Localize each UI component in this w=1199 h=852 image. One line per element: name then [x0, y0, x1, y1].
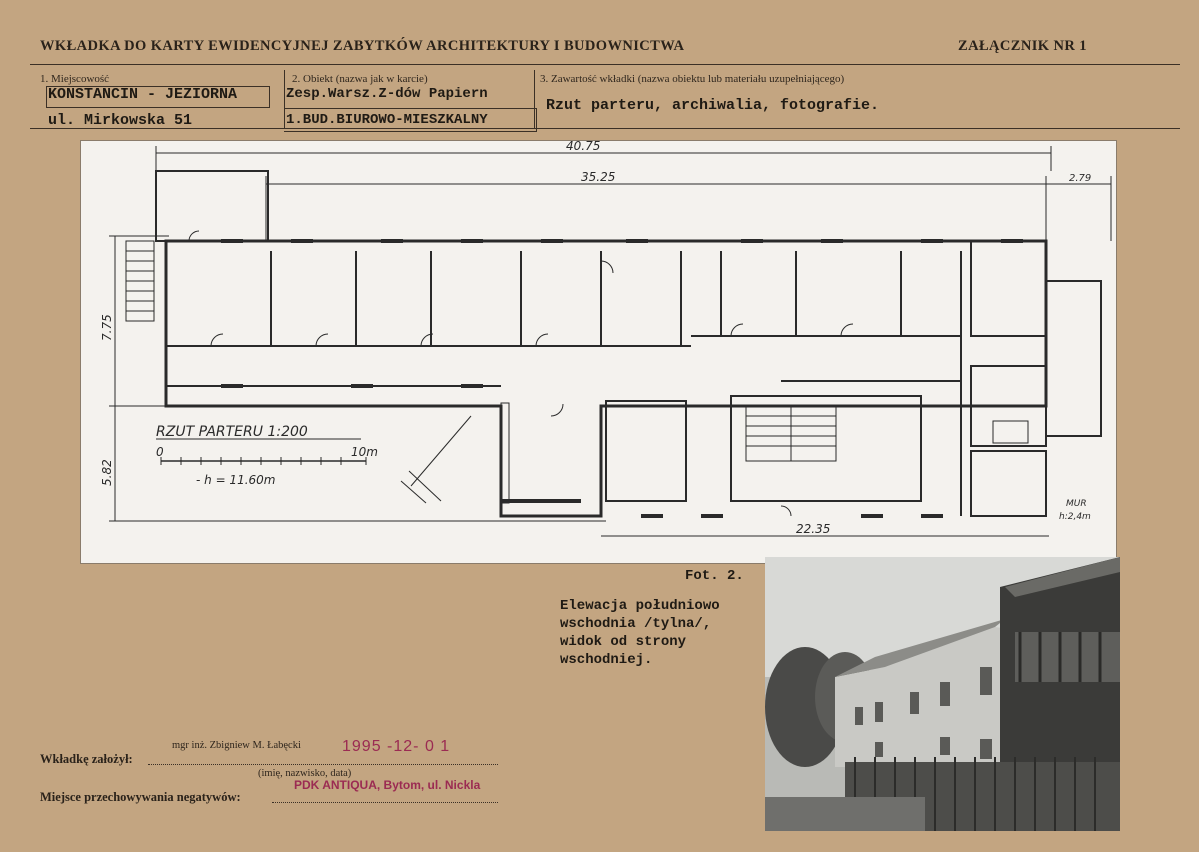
caption-line-4: wschodniej. [560, 652, 653, 668]
plan-title: RZUT PARTERU 1:200 [156, 424, 308, 440]
header-divider [30, 64, 1180, 65]
attachment-number: ZAŁĄCZNIK NR 1 [958, 38, 1087, 54]
fields-divider [30, 128, 1180, 129]
field-divider [534, 70, 535, 128]
storage-stamp: PDK ANTIQUA, Bytom, ul. Nickla [294, 778, 481, 792]
caption-line-1: Elewacja południowo [560, 598, 720, 614]
dimension-main: 35.25 [581, 170, 615, 184]
author-name: mgr inż. Zbigniew M. Łabęcki [172, 740, 301, 751]
caption-line-2: wschodnia /tylna/, [560, 616, 712, 632]
dimension-total: 40.75 [566, 141, 600, 153]
floor-plan-drawing: RZUT PARTERU 1:200 0 10m - h = 11.60m 40… [80, 140, 1117, 564]
created-by-line [148, 764, 498, 765]
scale-start-label: 0 [156, 445, 164, 459]
photo-scene [765, 557, 1120, 831]
dimension-left-bottom: 5.82 [100, 459, 114, 486]
card-title: WKŁADKA DO KARTY EWIDENCYJNEJ ZABYTKÓW A… [40, 38, 685, 54]
date-stamp: 1995 -12- 0 1 [342, 738, 451, 755]
height-note: - h = 11.60m [196, 473, 275, 487]
object-value-2: 1.BUD.BIUROWO-MIESZKALNY [286, 112, 488, 128]
content-label: 3. Zawartość wkładki (nazwa obiektu lub … [540, 73, 845, 85]
floor-plan-svg: RZUT PARTERU 1:200 0 10m - h = 11.60m 40… [100, 141, 1112, 537]
object-box [284, 108, 537, 132]
author-hint: (imię, nazwisko, data) [258, 768, 352, 779]
dimension-left-top: 7.75 [100, 314, 114, 341]
dimension-right: 2.79 [1069, 173, 1091, 184]
locality-label: 1. Miejscowość [40, 73, 110, 85]
field-divider [284, 70, 285, 128]
street-value: ul. Mirkowska 51 [48, 112, 193, 129]
content-value: Rzut parteru, archiwalia, fotografie. [546, 97, 880, 114]
caption-line-3: widok od strony [560, 634, 687, 650]
object-value-1: Zesp.Warsz.Z-dów Papiern [286, 86, 488, 102]
created-by-label: Wkładkę założył: [40, 752, 133, 766]
building-photograph [765, 557, 1120, 831]
wall-note-1: MUR [1066, 499, 1087, 509]
locality-value: KONSTANCIN - JEZIORNA [48, 86, 238, 103]
dimension-bottom: 22.35 [796, 522, 830, 536]
scale-end-label: 10m [351, 445, 378, 459]
storage-line [272, 802, 498, 803]
locality-box [46, 86, 270, 108]
object-label: 2. Obiekt (nazwa jak w karcie) [292, 73, 428, 85]
photo-label: Fot. 2. [685, 568, 744, 584]
storage-label: Miejsce przechowywania negatywów: [40, 790, 241, 804]
wall-note-2: h:2,4m [1059, 512, 1091, 522]
